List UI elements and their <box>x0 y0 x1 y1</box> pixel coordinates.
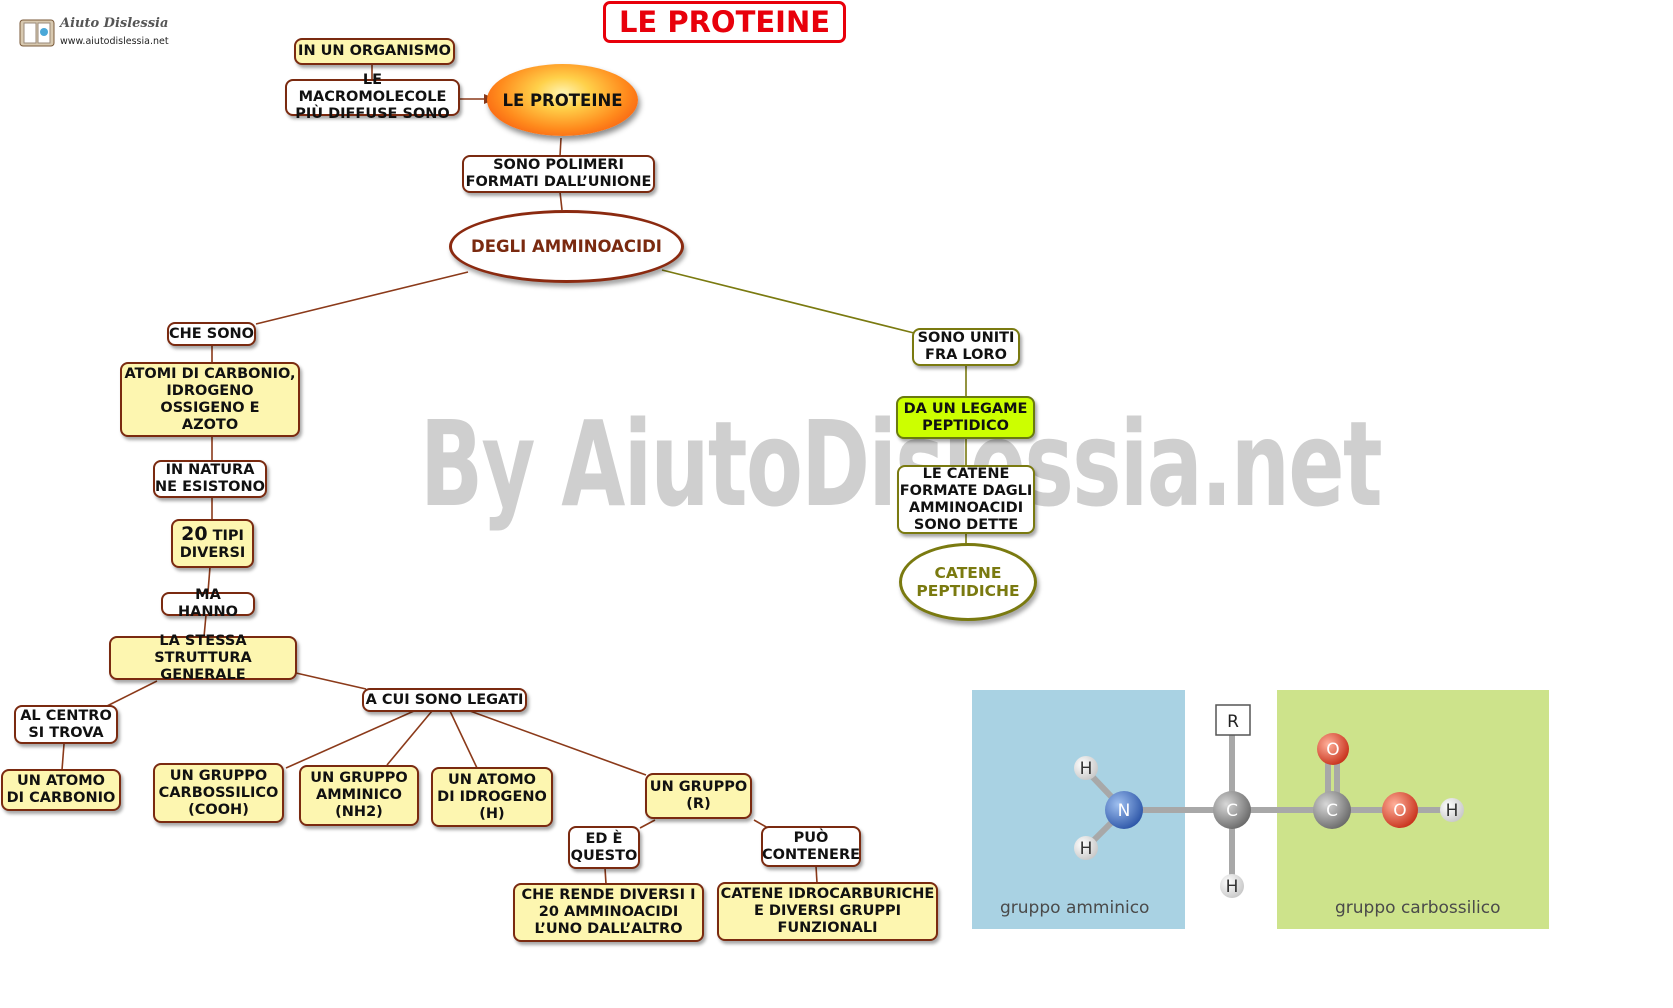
node-la-stessa-struttura: LA STESSA STRUTTURA GENERALE <box>109 633 297 683</box>
node-a-cui-sono-legati: A CUI SONO LEGATI <box>362 688 527 712</box>
node-al-centro: AL CENTRO SI TROVA <box>14 705 118 744</box>
svg-text:C: C <box>1226 801 1238 821</box>
node-gruppo-carbossilico: UN GRUPPO CARBOSSILICO (COOH) <box>153 763 284 823</box>
node-atomo-idrogeno: UN ATOMO DI IDROGENO (H) <box>431 767 553 827</box>
nitrogen-atom <box>1105 791 1143 829</box>
hydrogen-atom <box>1220 874 1244 898</box>
svg-text:H: H <box>1226 877 1239 897</box>
hydrogen-atom <box>1074 756 1098 780</box>
node-20-number: 20 <box>181 522 208 545</box>
node-degli-amminoacidi: DEGLI AMMINOACIDI <box>449 210 684 283</box>
svg-text:O: O <box>1393 801 1406 821</box>
node-sono-polimeri: SONO POLIMERI FORMATI DALL’UNIONE <box>462 155 655 193</box>
node-atomo-carbonio: UN ATOMO DI CARBONIO <box>1 769 121 811</box>
oxygen-atom <box>1382 792 1418 828</box>
node-catene-idrocarburiche: CATENE IDROCARBURICHE E DIVERSI GRUPPI F… <box>717 882 938 941</box>
svg-text:C: C <box>1326 801 1338 821</box>
oxygen-atom <box>1317 733 1349 765</box>
logo: Aiuto Dislessia www.aiutodislessia.net <box>18 14 178 50</box>
node-in-natura: IN NATURA NE ESISTONO <box>153 460 267 498</box>
node-20-text: TIPI DIVERSI <box>179 527 246 561</box>
alpha-carbon-atom <box>1213 791 1251 829</box>
svg-text:N: N <box>1118 801 1131 821</box>
node-gruppo-amminico: UN GRUPPO AMMINICO (NH2) <box>299 765 419 826</box>
carboxyl-group-label: gruppo carbossilico <box>1335 898 1501 918</box>
svg-text:H: H <box>1080 839 1093 859</box>
carboxyl-carbon-atom <box>1313 791 1351 829</box>
svg-text:H: H <box>1446 801 1459 821</box>
node-in-un-organismo: IN UN ORGANISMO <box>294 38 455 65</box>
node-gruppo-r: UN GRUPPO (R) <box>645 773 752 819</box>
logo-name: Aiuto Dislessia <box>60 16 169 31</box>
hydrogen-atom <box>1074 836 1098 860</box>
amino-acid-structure: R H H N C H C O O H <box>1074 704 1464 898</box>
hydrogen-atom <box>1440 798 1464 822</box>
node-ed-e-questo: ED È QUESTO <box>568 826 640 869</box>
svg-text:H: H <box>1080 759 1093 779</box>
node-puo-contenere: PUÒ CONTENERE <box>761 826 861 867</box>
node-20-tipi: 20 TIPI DIVERSI <box>171 519 254 568</box>
node-rende-diversi: CHE RENDE DIVERSI I 20 AMMINOACIDI L’UNO… <box>513 883 704 942</box>
amino-group-label: gruppo amminico <box>1000 898 1150 918</box>
node-che-sono: CHE SONO <box>167 322 256 346</box>
node-macromolecole: LE MACROMOLECOLE PIÙ DIFFUSE SONO <box>285 72 460 122</box>
page-title: LE PROTEINE <box>603 1 846 43</box>
node-le-catene-formate: LE CATENE FORMATE DAGLI AMMINOACIDI SONO… <box>897 465 1035 534</box>
node-legame-peptidico: DA UN LEGAME PEPTIDICO <box>896 396 1035 439</box>
node-ma-hanno: MA HANNO <box>161 587 255 620</box>
node-sono-uniti: SONO UNITI FRA LORO <box>912 328 1020 366</box>
r-group-box <box>1215 704 1251 736</box>
node-le-proteine: LE PROTEINE <box>487 64 638 136</box>
node-atomi: ATOMI DI CARBONIO, IDROGENO OSSIGENO E A… <box>120 362 300 437</box>
node-catene-peptidiche: CATENE PEPTIDICHE <box>899 543 1037 621</box>
book-icon <box>19 19 55 47</box>
logo-url[interactable]: www.aiutodislessia.net <box>60 36 169 47</box>
r-label: R <box>1227 712 1239 732</box>
svg-text:O: O <box>1326 740 1339 760</box>
